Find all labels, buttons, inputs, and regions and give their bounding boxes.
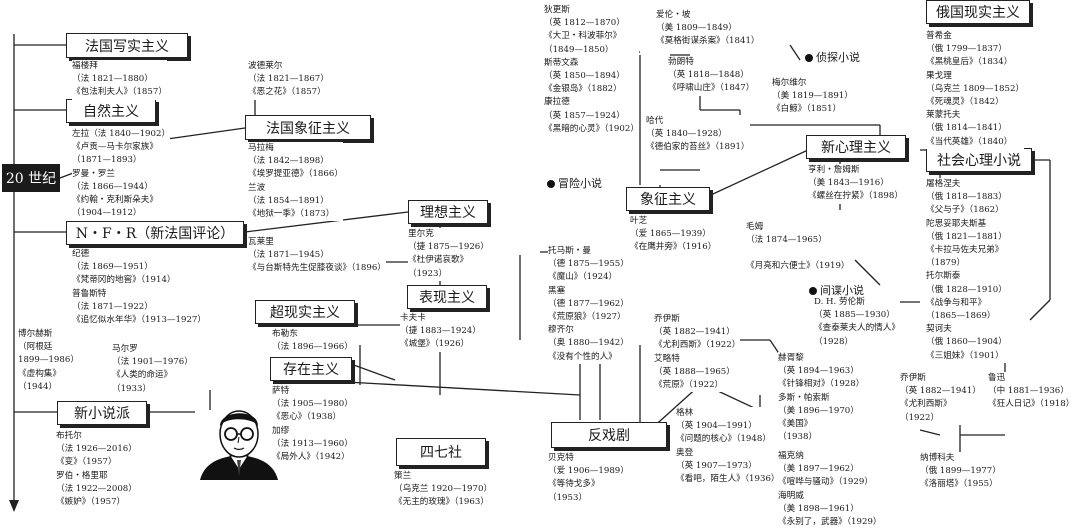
note-joyce-2: 乔伊斯（英 1882—1941）《尤利西斯》（1922） <box>900 372 981 425</box>
note-flaubert: 福楼拜（法 1821—1880）《包法利夫人》（1857） <box>72 60 167 100</box>
note-poe: 爱伦・坡（美 1809—1849）《莫格街谋杀案》（1841） <box>656 9 760 49</box>
school-surrealism: 超现实主义 <box>255 300 355 324</box>
note-green-orwell: 格林（英 1904—1991）《问题的核心》（1948）奥登（英 1907—19… <box>676 407 780 487</box>
school-nouveau-roman: 新小说派 <box>57 401 147 425</box>
note-henry-james: 亨利・詹姆斯（美 1843—1916）《螺丝在拧紧》（1898） <box>808 164 903 204</box>
note-bronte: 勃朗特（英 1818—1848）《呼啸山庄》（1847） <box>668 56 755 96</box>
note-celan: 策兰（乌克兰 1920—1970）《无主的玫瑰》（1963） <box>394 470 493 510</box>
note-maugham: 毛姆（法 1874—1965）《月亮和六便士》（1919） <box>746 221 850 274</box>
bullet-icon <box>547 180 555 188</box>
school-theatre-absurd: 反戏剧 <box>551 422 667 448</box>
category-detective: 侦探小说 <box>803 49 862 65</box>
note-valery: 瓦莱里（法 1871—1945）《与台斯特先生促膝夜谈》（1896） <box>248 236 386 276</box>
bullet-icon <box>805 54 813 62</box>
note-hardy: 哈代（英 1840—1928）《德伯家的苔丝》（1891） <box>646 115 750 155</box>
school-expressionism: 表现主义 <box>407 285 487 309</box>
note-pushkin-gogol-lermontov: 普希金（俄 1799—1837）《黑桃皇后》（1834）果戈理（乌克兰 1809… <box>926 30 1025 149</box>
school-idealism: 理想主义 <box>408 200 488 224</box>
category-adventure: 冒险小说 <box>545 175 604 191</box>
school-group47: 四七社 <box>396 438 486 466</box>
note-malraux: 马尔罗（法 1901—1976）《人类的命运》（1933） <box>112 343 193 396</box>
note-breton: 布勒东（法 1896—1966） <box>272 328 353 355</box>
note-gide-proust: 纪德（法 1869—1951）《梵蒂冈的地窖》（1914）普鲁斯特（法 1871… <box>72 248 206 328</box>
note-rilke: 里尔克（捷 1875—1926）《杜伊诺哀歌》（1923） <box>408 228 489 281</box>
school-existentialism: 存在主义 <box>270 357 352 381</box>
note-beckett: 贝克特（爱 1906—1989）《等待戈多》（1953） <box>548 452 629 505</box>
note-melville: 梅尔维尔（美 1819—1891）《白鲸》（1851） <box>772 77 853 117</box>
note-mallarme-rimbaud: 马拉梅（法 1842—1898）《埃罗提亚德》（1866）兰波（法 1854—1… <box>248 142 343 222</box>
note-mann-hesse-musil: 托马斯・曼（德 1875—1955）《魔山》（1924）黑塞（德 1877—19… <box>548 245 629 364</box>
note-faulkner-hemingway: 福克纳（美 1897—1962）《喧哗与骚动》（1929）海明威（美 1898—… <box>778 450 882 529</box>
note-yeats: 叶芝（爱 1865—1939）《在鹰井旁》（1916） <box>630 215 717 255</box>
school-french-realism: 法国写实主义 <box>66 33 188 58</box>
note-luxun: 鲁迅（中 1881—1936）《狂人日记》（1918） <box>988 372 1075 412</box>
school-french-symbolism: 法国象征主义 <box>245 115 371 140</box>
note-joyce-eliot: 乔伊斯（英 1882—1941）《尤利西斯》（1922）艾略特（英 1888—1… <box>654 313 741 393</box>
school-russian-realism: 俄国现实主义 <box>926 0 1030 24</box>
note-zola-rolland: 左拉（法 1840—1902）《卢贡—马卡尔家族》（1871—1893）罗曼・罗… <box>72 128 171 221</box>
note-butor-robbe: 布托尔（法 1926—2016）《变》（1957）罗伯・格里耶（法 1922—2… <box>56 430 137 510</box>
note-sartre-camus: 萨特（法 1905—1980）《恶心》（1938）加缪（法 1913—1960）… <box>272 385 353 465</box>
note-kafka: 卡夫卡（捷 1883—1924）《城堡》（1926） <box>400 312 481 352</box>
note-huxley-dospassos: 赫胥黎（英 1894—1963）《针锋相对》（1928）多斯・帕索斯（美 189… <box>778 352 865 445</box>
note-turgenev-dostoevsky-tolstoy-chekhov: 屠格涅夫（俄 1818—1883）《父与子》（1862）陀思妥耶夫斯基（俄 18… <box>926 178 1007 363</box>
note-lawrence: D. H. 劳伦斯（英 1885—1930）《查泰莱夫人的情人》（1928） <box>814 296 900 349</box>
school-nrf: N・F・R（新法国评论） <box>66 221 244 245</box>
note-nabokov: 纳博科夫（俄 1899—1977）《洛丽塔》（1955） <box>920 452 1001 492</box>
school-social-psych-novel: 社会心理小说 <box>926 148 1032 172</box>
note-baudelaire: 波德莱尔（法 1821—1867）《恶之花》（1857） <box>248 60 329 100</box>
school-naturalism: 自然主义 <box>66 99 156 123</box>
category-spy: 间谍小说 <box>807 282 866 298</box>
school-new-psychologism: 新心理主义 <box>806 135 906 159</box>
note-dickens-stevenson-conrad: 狄更斯（英 1812—1870）《大卫・科波菲尔》（1849—1850）斯蒂文森… <box>544 4 639 137</box>
bullet-icon <box>809 287 817 295</box>
school-symbolism: 象征主义 <box>626 187 710 211</box>
sartre-portrait-illustration <box>200 410 278 480</box>
timeline-arrow-icon <box>9 500 19 512</box>
century-label: 20 世纪 <box>2 164 60 192</box>
